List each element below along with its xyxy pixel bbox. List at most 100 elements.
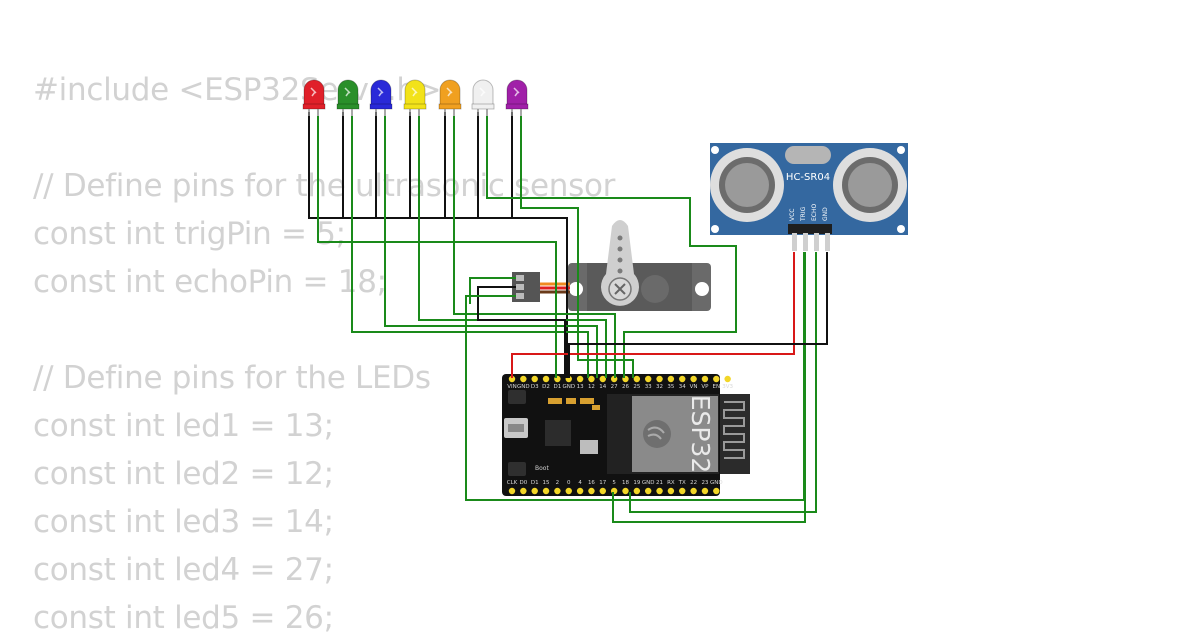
servo-motor[interactable] xyxy=(512,220,711,311)
header-pin[interactable] xyxy=(667,487,675,495)
header-pin-label: 12 xyxy=(588,384,595,390)
code-line: const int led3 = 14; xyxy=(33,504,334,540)
usb-chip xyxy=(545,420,571,446)
header-pin-label: GND xyxy=(517,384,530,390)
header-pin[interactable] xyxy=(554,487,561,495)
header-pin[interactable] xyxy=(588,375,595,383)
header-pin[interactable] xyxy=(679,375,686,383)
header-pin-label: 35 xyxy=(667,384,674,390)
code-line: const int led4 = 27; xyxy=(33,552,334,588)
header-pin[interactable] xyxy=(622,487,629,495)
header-pin[interactable] xyxy=(542,375,550,383)
header-pin[interactable] xyxy=(610,487,618,495)
header-pin[interactable] xyxy=(713,487,720,495)
header-pin[interactable] xyxy=(508,487,516,495)
header-pin-label: VP xyxy=(701,384,709,390)
led-array[interactable] xyxy=(302,79,529,116)
boot-button[interactable] xyxy=(508,462,526,476)
header-pin-label: 32 xyxy=(656,384,663,390)
header-pin-label: VIN xyxy=(507,384,517,390)
header-pin[interactable] xyxy=(565,487,572,495)
header-pin[interactable] xyxy=(531,487,538,495)
transducer-right xyxy=(833,148,907,222)
header-pin-label: 33 xyxy=(645,384,652,390)
header-pin[interactable] xyxy=(701,487,709,495)
header-pin[interactable] xyxy=(656,487,663,495)
header-pin[interactable] xyxy=(520,487,527,495)
sensor-trig-wire xyxy=(612,252,806,523)
header-pin[interactable] xyxy=(508,375,516,383)
led-blue[interactable] xyxy=(369,79,393,116)
sensor-vcc-wire xyxy=(511,252,795,378)
header-pin[interactable] xyxy=(633,375,641,383)
led-yellow[interactable] xyxy=(403,79,427,116)
wires xyxy=(308,112,828,523)
led-orange[interactable] xyxy=(438,79,462,116)
header-pin[interactable] xyxy=(713,375,720,383)
sensor-model-label: HC-SR04 xyxy=(786,172,830,183)
header-pin[interactable] xyxy=(645,487,652,495)
header-pin-label: EN xyxy=(713,384,721,390)
header-pin-label: 0 xyxy=(567,480,571,486)
header-pin[interactable] xyxy=(542,487,550,495)
header-pin[interactable] xyxy=(690,375,697,383)
sensor-pin-label: VCC xyxy=(789,209,796,221)
header-pin-label: 26 xyxy=(622,384,629,390)
led1-wire xyxy=(317,116,557,378)
board-name: ESP32 xyxy=(686,395,715,474)
header-pin[interactable] xyxy=(588,487,595,495)
header-pin[interactable] xyxy=(531,375,538,383)
led-white[interactable] xyxy=(471,79,495,116)
header-pin[interactable] xyxy=(701,375,709,383)
header-pin[interactable] xyxy=(633,487,641,495)
header-pin-label: 18 xyxy=(622,480,629,486)
led-purple[interactable] xyxy=(505,79,529,116)
regulator xyxy=(580,440,598,454)
sensor-gnd-wire xyxy=(568,252,828,378)
header-pin[interactable] xyxy=(679,487,686,495)
en-button[interactable] xyxy=(508,390,526,404)
header-pin[interactable] xyxy=(599,375,606,383)
sensor-echo-wire xyxy=(629,252,817,513)
header-pin-label: 4 xyxy=(578,480,582,486)
header-pin-label: 27 xyxy=(611,384,618,390)
led7-wire xyxy=(520,116,634,378)
header-pin[interactable] xyxy=(576,375,584,383)
header-pin-label: 15 xyxy=(543,480,550,486)
header-pin-label: 19 xyxy=(633,480,640,486)
header-pin-label: D1 xyxy=(531,480,539,486)
header-pin-label: 14 xyxy=(599,384,606,390)
led-red[interactable] xyxy=(302,79,326,116)
header-pin-label: RX xyxy=(667,480,675,486)
code-line: const int trigPin = 5; xyxy=(33,216,346,252)
code-line: // Define pins for the LEDs xyxy=(33,360,431,396)
led-ground-wire xyxy=(308,112,568,378)
code-line: const int led1 = 13; xyxy=(33,408,334,444)
led3-wire xyxy=(384,116,598,378)
header-pin[interactable] xyxy=(656,375,663,383)
header-pin-label: D1 xyxy=(554,384,562,390)
header-pin[interactable] xyxy=(690,487,697,495)
sensor-pin-label: GND xyxy=(822,207,829,221)
header-pin[interactable] xyxy=(576,487,584,495)
header-pin[interactable] xyxy=(667,375,675,383)
header-pin[interactable] xyxy=(645,375,652,383)
header-pin-label: 21 xyxy=(656,480,663,486)
led-green[interactable] xyxy=(336,79,360,116)
servo-signal-wire xyxy=(469,277,516,304)
header-pin-label: GND xyxy=(710,480,723,486)
header-pin-label: 23 xyxy=(701,480,708,486)
header-pin-label: GND xyxy=(562,384,575,390)
header-pin-label: 2 xyxy=(556,480,560,486)
header-pin[interactable] xyxy=(520,375,527,383)
header-pin-label: 3V3 xyxy=(722,384,733,390)
header-pin-label: D2 xyxy=(542,384,550,390)
header-pin[interactable] xyxy=(724,375,731,383)
header-pin[interactable] xyxy=(599,487,606,495)
